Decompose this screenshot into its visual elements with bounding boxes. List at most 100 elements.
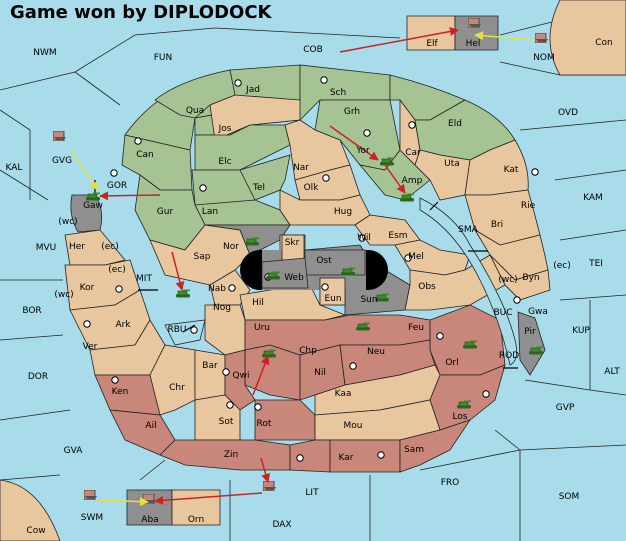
sea-label-bor: BOR [22,306,41,316]
sea-label-lit: LIT [305,488,319,498]
province-label-ost: Ost [316,256,332,266]
province-label-qwi: Qwi [233,371,250,381]
fleet-hel [468,18,482,28]
province-label-hel: Hel [466,39,481,49]
province-label-eld: Eld [448,119,462,129]
sea-label-nom: NOM [533,53,555,63]
province-label-gaw: Gaw [83,201,103,211]
province-label-sap: Sap [194,252,211,262]
coast-label-wc2: (wc) [54,290,73,300]
province-label-sun: Sun [360,295,377,305]
province-label-lan: Lan [202,207,218,217]
sea-label-som: SOM [559,492,580,502]
sea-label-cob: COB [303,45,323,55]
province-label-uru: Uru [254,323,270,333]
province-label-kaa: Kaa [335,389,352,399]
province-label-gwa: Gwa [528,307,548,317]
province-label-skr: Skr [285,238,300,248]
province-label-mel: Mel [408,252,424,262]
province-label-jos: Jos [218,124,232,134]
sea-label-kal: KAL [6,163,23,173]
fleet-swm [84,490,98,500]
provinces [64,15,551,526]
province-label-eun: Eun [324,294,341,304]
province-label-sot: Sot [219,417,234,427]
province-label-grh: Grh [344,107,360,117]
province-label-tel: Tel [252,183,265,193]
sea-label-kam: KAM [583,193,603,203]
province-label-yor: Yor [355,146,370,156]
province-label-hil: Hil [252,298,264,308]
province-label-hug: Hug [334,207,352,217]
coast-labels: (wc)(ec)(ec)(wc)(wc)(ec) [54,217,570,300]
province-label-elc: Elc [218,157,231,167]
sea-label-swm: SWM [81,513,103,523]
sea-label-gva: GVA [64,446,84,456]
province-label-sam: Sam [404,445,424,455]
sea-label-alt: ALT [604,367,620,377]
province-label-can: Can [136,150,154,160]
province-label-nil: Nil [314,368,326,378]
province-label-byn: Byn [522,273,539,283]
sea-label-sma: SMA [458,225,478,235]
coast-label-ec1: (ec) [101,242,119,252]
province-label-her: Her [69,242,85,252]
province-label-nog: Nog [213,303,231,313]
province-label-los: Los [452,412,467,422]
sea-label-gvp: GVP [556,403,575,413]
sea-label-gor: GOR [107,181,127,191]
province-label-mou: Mou [344,421,363,431]
army-mit [175,289,191,298]
fleet-nom [535,33,549,43]
province-label-qua: Qua [186,106,204,116]
province-label-neu: Neu [367,347,385,357]
sea-label-fun: FUN [154,53,173,63]
province-label-amp: Amp [402,176,423,186]
sea-label-nwm: NWM [33,48,56,58]
province-label-pir: Pir [524,327,536,337]
province-label-kor: Kor [80,283,95,293]
province-label-rie: Rie [521,201,536,211]
province-label-ark: Ark [115,320,131,330]
coast-label-wc3: (wc) [498,275,517,285]
fleet-gvg [53,131,67,141]
sea-label-tei: TEI [588,259,603,269]
province-label-aba: Aba [141,515,158,525]
sea-label-ovd: OVD [558,108,578,118]
province-label-orl: Orl [445,358,458,368]
coast-label-ec3: (ec) [553,261,571,271]
sea-label-dax: DAX [272,520,291,530]
province-label-nor: Nor [223,242,239,252]
province-label-elf: Elf [426,39,438,49]
province-label-jad: Jad [245,85,260,95]
province-label-rot: Rot [257,419,272,429]
province-label-wil: Wil [357,233,371,243]
province-label-ken: Ken [112,387,129,397]
game-title: Game won by DIPLODOCK [10,2,272,23]
fleet-lit [263,481,277,491]
sea-label-fro: FRO [441,478,460,488]
army-gaw [85,192,101,201]
province-label-esm: Esm [388,231,407,241]
sea-label-kup: KUP [572,326,590,336]
coast-label-ec2: (ec) [108,265,126,275]
province-label-gur: Gur [157,207,174,217]
province-label-feu: Feu [408,323,424,333]
sea-label-rbu: RBU [167,325,186,335]
supply-centers [83,76,539,462]
province-label-web: Web [284,273,304,283]
sea-label-con: Con [595,38,613,48]
sea-label-mvu: MVU [36,243,57,253]
order-arrows [70,27,536,507]
province-label-chp: Chp [299,346,317,356]
province-label-olk: Olk [304,183,320,193]
province-label-chr: Chr [169,383,185,393]
province-label-car: Car [405,148,421,158]
province-label-kar: Kar [339,453,354,463]
sea-label-rod: ROD [499,351,519,361]
province-label-uta: Uta [444,159,460,169]
province-label-nar: Nar [293,163,309,173]
